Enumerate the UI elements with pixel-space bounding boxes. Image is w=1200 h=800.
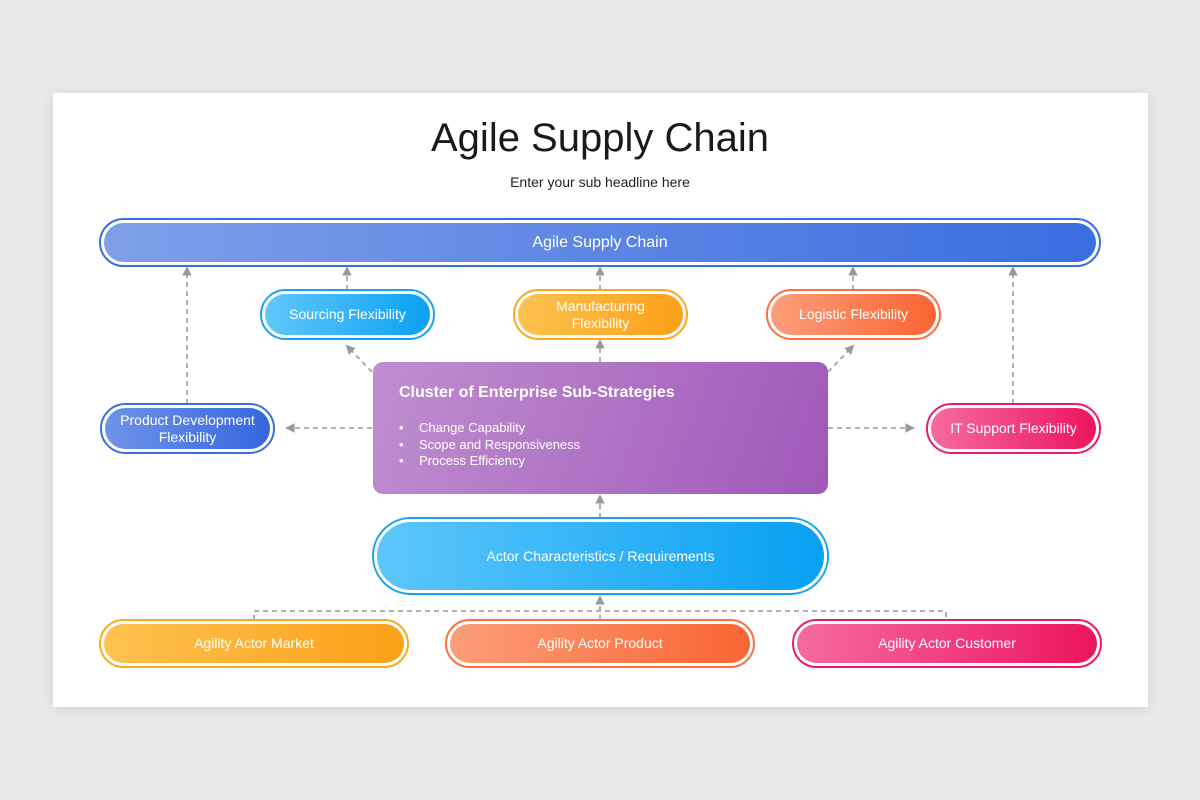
- cluster-item: Change Capability: [399, 420, 802, 437]
- cluster-title: Cluster of Enterprise Sub-Strategies: [399, 384, 675, 401]
- product-development-flexibility-label: Product Development Flexibility: [105, 408, 270, 449]
- agility-actor-market-label: Agility Actor Market: [104, 624, 404, 663]
- product-development-flexibility-node: Product Development Flexibility: [100, 403, 275, 454]
- arrow-cluster-to-logistic: [827, 344, 855, 373]
- agility-actor-product-label: Agility Actor Product: [450, 624, 750, 663]
- logistic-flexibility-node: Logistic Flexibility: [766, 289, 941, 340]
- actor-characteristics-node: Actor Characteristics / Requirements: [372, 517, 829, 595]
- actor-characteristics-label: Actor Characteristics / Requirements: [377, 522, 824, 590]
- sourcing-flexibility-label: Sourcing Flexibility: [265, 294, 430, 335]
- agility-actor-product-node: Agility Actor Product: [445, 619, 755, 668]
- top-bar-label: Agile Supply Chain: [104, 223, 1096, 262]
- it-support-flexibility-node: IT Support Flexibility: [926, 403, 1101, 454]
- page-title: Agile Supply Chain: [431, 116, 769, 160]
- logistic-flexibility-label: Logistic Flexibility: [771, 294, 936, 335]
- manufacturing-flexibility-node: Manufacturing Flexibility: [513, 289, 688, 340]
- cluster-box: Cluster of Enterprise Sub-Strategies Cha…: [373, 362, 828, 494]
- manufacturing-flexibility-label: Manufacturing Flexibility: [518, 294, 683, 335]
- cluster-item: Scope and Responsiveness: [399, 437, 802, 454]
- actors-connector: [253, 610, 947, 620]
- agility-actor-customer-label: Agility Actor Customer: [797, 624, 1097, 663]
- top-bar: Agile Supply Chain: [99, 218, 1101, 267]
- sourcing-flexibility-node: Sourcing Flexibility: [260, 289, 435, 340]
- cluster-item: Process Efficiency: [399, 453, 802, 470]
- agility-actor-market-node: Agility Actor Market: [99, 619, 409, 668]
- page-subtitle: Enter your sub headline here: [510, 174, 690, 190]
- it-support-flexibility-label: IT Support Flexibility: [931, 408, 1096, 449]
- cluster-list: Change Capability Scope and Responsivene…: [399, 420, 802, 470]
- arrow-cluster-to-sourcing: [345, 344, 373, 373]
- agility-actor-customer-node: Agility Actor Customer: [792, 619, 1102, 668]
